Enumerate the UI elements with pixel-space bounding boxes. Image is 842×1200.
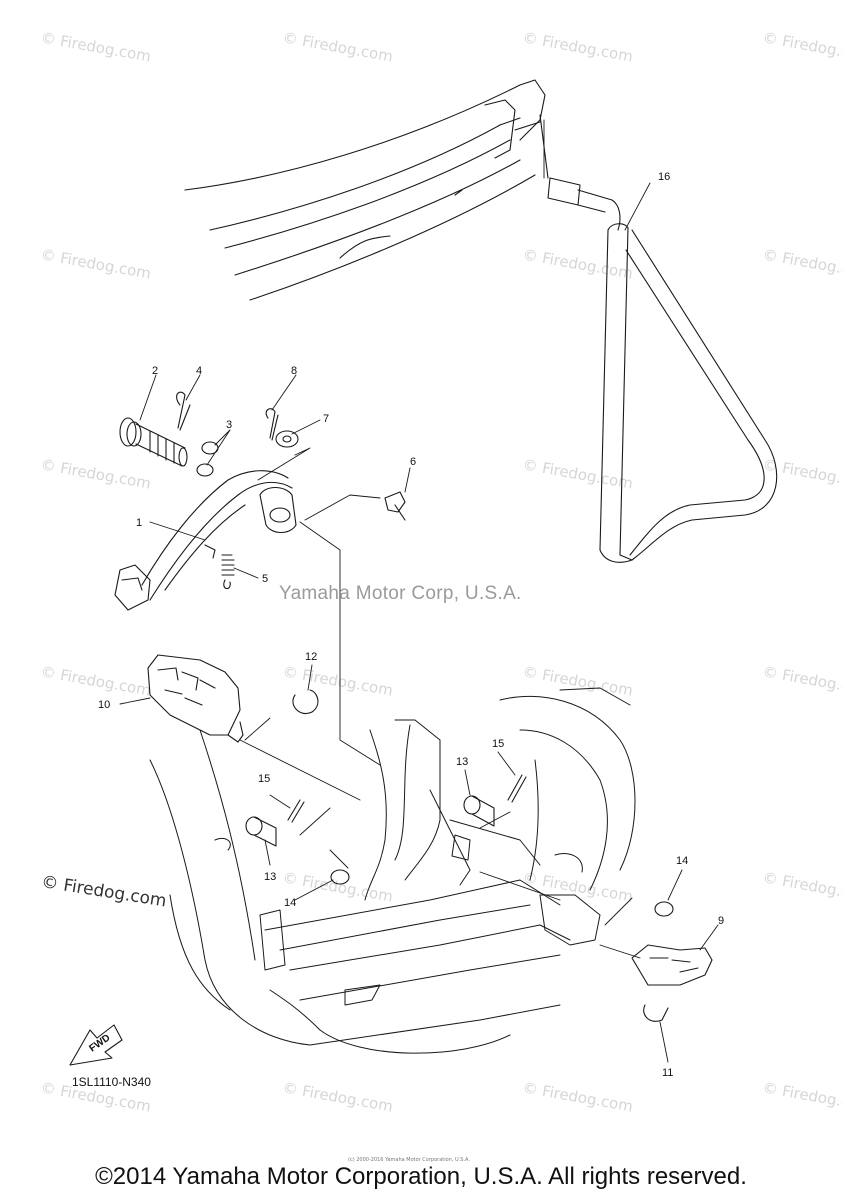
right-footrest bbox=[631, 944, 713, 986]
part-code: 1SL1110-N340 bbox=[72, 1075, 151, 1089]
washer bbox=[330, 869, 350, 885]
footrest-pin bbox=[245, 816, 277, 847]
brake-pedal bbox=[114, 470, 297, 611]
callout-10: 10 bbox=[98, 699, 110, 711]
callout-15a: 15 bbox=[258, 773, 270, 785]
callout-15b: 15 bbox=[492, 738, 504, 750]
copyright-notice: ©2014 Yamaha Motor Corporation, U.S.A. A… bbox=[95, 1163, 747, 1190]
left-footrest bbox=[147, 654, 244, 743]
callout-1: 1 bbox=[136, 517, 142, 529]
main-frame bbox=[149, 687, 636, 1054]
callout-4: 4 bbox=[196, 365, 202, 377]
callout-16: 16 bbox=[658, 171, 670, 183]
callout-leaders bbox=[119, 182, 719, 1063]
callout-13b: 13 bbox=[456, 756, 468, 768]
rear-frame bbox=[184, 79, 546, 301]
callouts: 1 2 3 4 5 6 7 8 9 10 11 12 13 13 14 14 1… bbox=[98, 171, 724, 1079]
leader-lines bbox=[239, 119, 641, 959]
callout-5: 5 bbox=[262, 573, 268, 585]
callout-14b: 14 bbox=[676, 855, 688, 867]
callout-12: 12 bbox=[305, 651, 317, 663]
callout-6: 6 bbox=[410, 456, 416, 468]
callout-3: 3 bbox=[226, 419, 232, 431]
washer bbox=[654, 901, 674, 917]
clip bbox=[643, 1004, 669, 1022]
cotter-pin bbox=[507, 774, 527, 803]
side-stand bbox=[539, 114, 778, 563]
footrest-pin bbox=[463, 795, 495, 827]
clip bbox=[292, 689, 319, 714]
clevis-pin bbox=[384, 491, 406, 521]
cotter-pin bbox=[176, 391, 191, 431]
callout-8: 8 bbox=[291, 365, 297, 377]
forward-arrow bbox=[69, 1024, 123, 1066]
cotter-pin bbox=[287, 799, 305, 823]
cotter-pin bbox=[265, 408, 279, 441]
center-watermark: Yamaha Motor Corp, U.S.A. bbox=[279, 583, 522, 604]
o-ring bbox=[196, 463, 214, 477]
return-spring bbox=[221, 554, 235, 590]
callout-7: 7 bbox=[323, 413, 329, 425]
washer bbox=[275, 430, 299, 448]
pivot-bolt bbox=[119, 417, 188, 467]
callout-11: 11 bbox=[662, 1067, 673, 1079]
callout-13a: 13 bbox=[264, 871, 276, 883]
callout-14a: 14 bbox=[284, 897, 296, 909]
callout-9: 9 bbox=[718, 915, 724, 927]
callout-2: 2 bbox=[152, 365, 158, 377]
tiny-copyright-note: (c) 2000-2016 Yamaha Motor Corporation, … bbox=[348, 1157, 470, 1163]
